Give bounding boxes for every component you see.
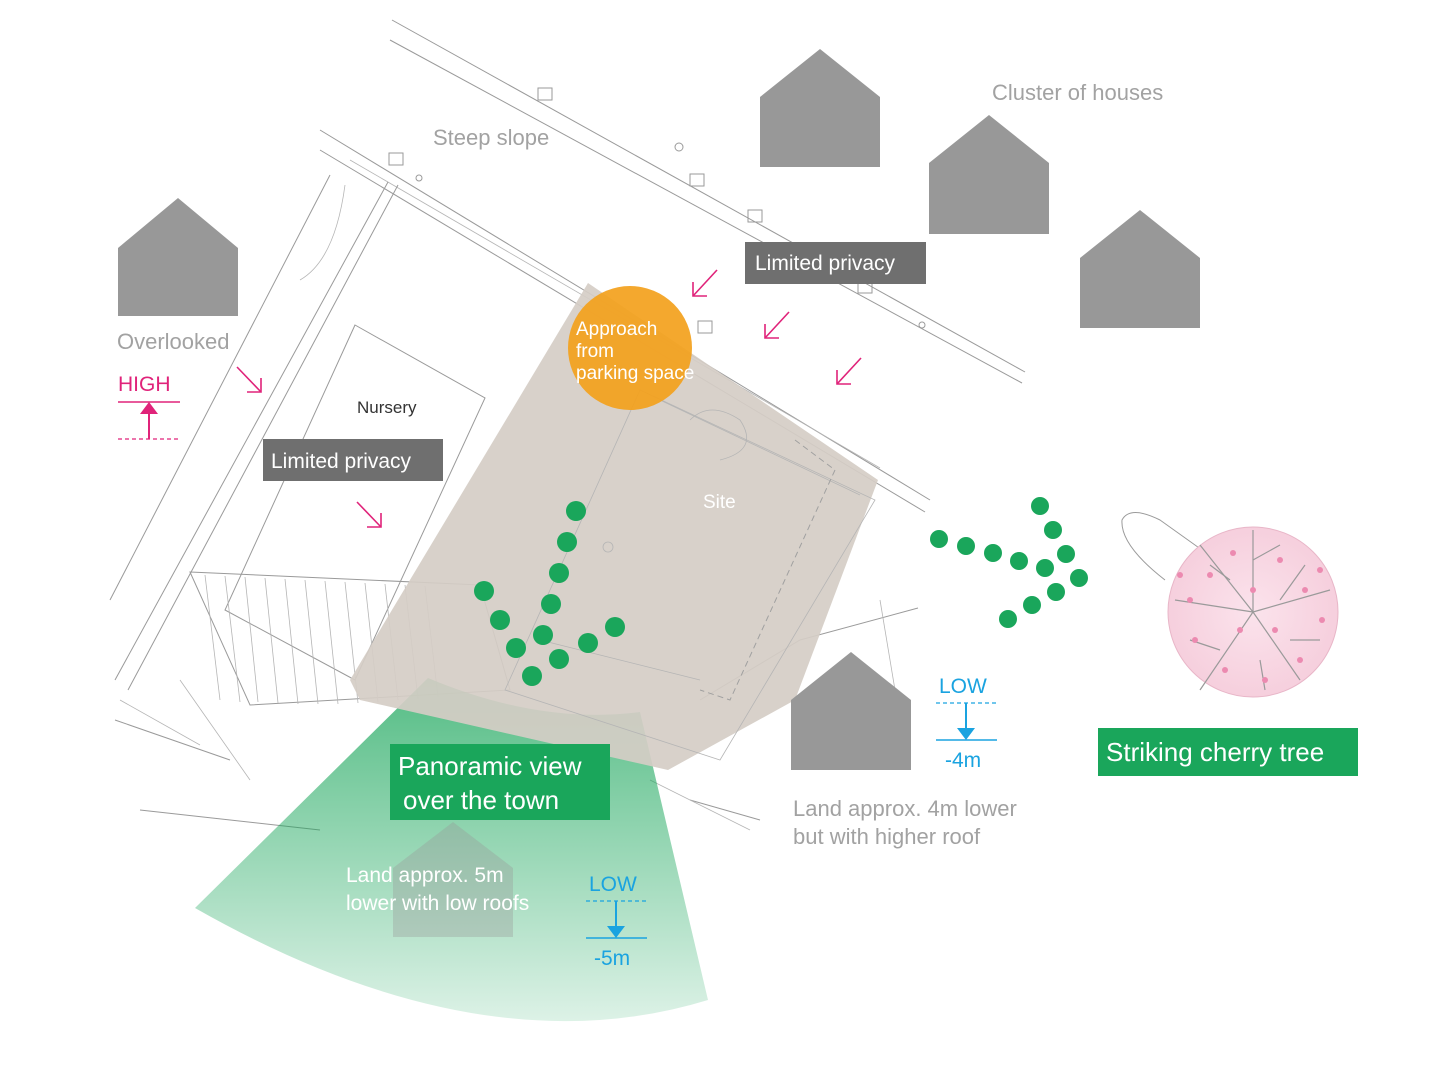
- house-icon: [1080, 210, 1200, 328]
- site-area: [350, 283, 878, 770]
- cluster-of-houses-label: Cluster of houses: [992, 80, 1163, 105]
- arrow-down-right-icon: [236, 366, 262, 393]
- house-icon: [118, 198, 238, 316]
- steep-slope-label: Steep slope: [433, 125, 549, 150]
- overlooked-label: Overlooked: [117, 329, 230, 354]
- site-building-outline: [504, 389, 876, 761]
- overlook-arrows: [236, 269, 862, 528]
- approach-label: Approach from parking space: [576, 319, 694, 384]
- level-marker-low-4m: LOW -4m: [936, 675, 997, 772]
- svg-text:HIGH: HIGH: [118, 373, 171, 396]
- arrow-down-left-icon: [836, 357, 862, 385]
- land-4m-label: Land approx. 4m lower but with higher ro…: [793, 796, 1023, 849]
- site-label: Site: [703, 492, 736, 513]
- svg-text:LOW: LOW: [589, 873, 637, 896]
- drain-symbols: [388, 87, 873, 334]
- limited-privacy-box-top: Limited privacy: [745, 242, 926, 284]
- route-dots-site: [474, 501, 625, 686]
- arrow-down-left-icon: [764, 311, 790, 339]
- panoramic-view-box: Panoramic view over the town: [390, 744, 610, 820]
- svg-text:Striking cherry tree: Striking cherry tree: [1106, 737, 1324, 767]
- svg-text:LOW: LOW: [939, 675, 987, 698]
- house-icon: [929, 115, 1049, 234]
- land-5m-label: Land approx. 5m lower with low roofs: [346, 864, 529, 915]
- svg-text:-5m: -5m: [594, 947, 630, 970]
- svg-text:-4m: -4m: [945, 749, 981, 772]
- svg-text:Panoramic view over the: Panoramic view over the town: [398, 751, 589, 815]
- cherry-tree: [1121, 512, 1339, 698]
- svg-text:Limited privacy: Limited privacy: [755, 252, 896, 275]
- level-marker-low-5m: LOW -5m: [586, 873, 647, 970]
- svg-text:Limited privacy: Limited privacy: [271, 450, 412, 473]
- cherry-tree-box: Striking cherry tree: [1098, 728, 1358, 776]
- approach-circle: [568, 286, 692, 410]
- nursery-label: Nursery: [357, 398, 417, 417]
- route-dots-cherry: [930, 497, 1088, 628]
- house-icon: [791, 652, 911, 770]
- arrow-down-right-icon: [356, 501, 382, 528]
- arrow-down-left-icon: [692, 269, 718, 297]
- house-icon: [760, 49, 880, 167]
- houses: [118, 49, 1200, 937]
- level-marker-high: HIGH: [118, 373, 180, 440]
- house-icon: [393, 822, 513, 937]
- limited-privacy-box-left: Limited privacy: [263, 439, 443, 481]
